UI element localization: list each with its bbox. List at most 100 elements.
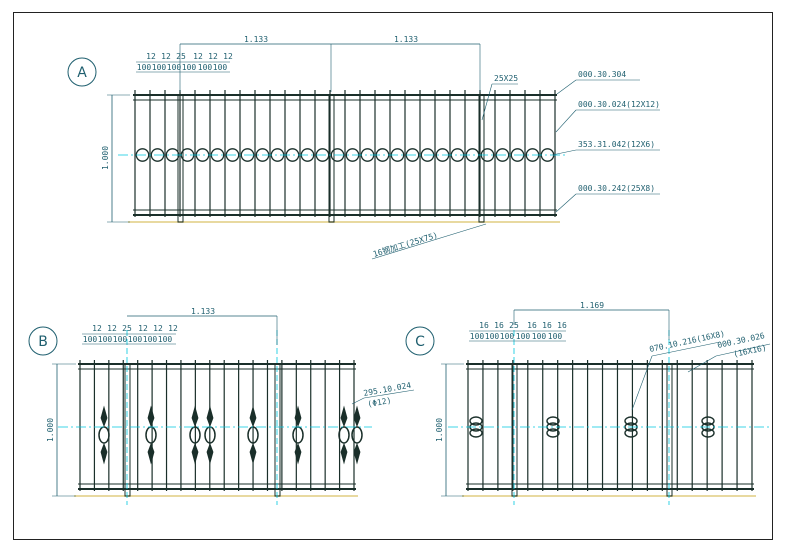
view-a-small-dim: 12 bbox=[146, 52, 156, 61]
view-a-100-dim: 100 bbox=[137, 63, 152, 72]
view-a-post-leader bbox=[481, 83, 493, 121]
view-c-ornament-ring bbox=[624, 416, 638, 426]
view-a-badge-circle bbox=[67, 57, 97, 87]
view-b-100-dim: 100 bbox=[98, 335, 113, 344]
view-b-ornament-spear bbox=[353, 405, 361, 465]
view-b-ornament-spear bbox=[294, 405, 302, 465]
view-c-height: 1.000 bbox=[435, 418, 444, 442]
view-a-callout-leader-1 bbox=[556, 79, 577, 95]
view-b-callout-line bbox=[363, 389, 415, 399]
view-c-callout-leader-2 bbox=[687, 355, 717, 373]
view-c-callout-line-1 bbox=[651, 341, 721, 357]
view-c-callout-line-2 bbox=[715, 343, 771, 357]
view-c-small-dim: 16 bbox=[494, 321, 504, 330]
view-c-post-1 bbox=[511, 363, 518, 497]
view-c-100-dim: 100 bbox=[548, 332, 563, 341]
view-c-ornament-ring bbox=[701, 416, 715, 426]
view-b-post-1 bbox=[124, 363, 131, 497]
view-a-callout-4: 000.30.242(25X8) bbox=[578, 184, 655, 193]
view-b-100-dim: 100 bbox=[113, 335, 128, 344]
view-a-post-2 bbox=[328, 94, 335, 223]
view-a-callout-3: 353.31.042(12X6) bbox=[578, 140, 655, 149]
view-a-small-dim: 12 bbox=[193, 52, 203, 61]
view-a-callout-2: 000.30.024(12X12) bbox=[578, 100, 660, 109]
view-b-small-dim: 12 bbox=[92, 324, 102, 333]
view-a-post-label: 25X25 bbox=[494, 74, 518, 83]
view-b-badge: B bbox=[38, 334, 48, 350]
view-c-small-dim: 16 bbox=[557, 321, 567, 330]
view-a-100-dim: 100 bbox=[182, 63, 197, 72]
view-c-ornament-ring bbox=[701, 428, 715, 438]
view-a-100-dim: 100 bbox=[152, 63, 167, 72]
view-b-100-dim: 100 bbox=[83, 335, 98, 344]
view-c-badge: C bbox=[415, 334, 425, 350]
view-a-pickets bbox=[134, 90, 556, 217]
view-b-callout-leader bbox=[351, 397, 365, 405]
view-b-small-dim: 12 bbox=[168, 324, 178, 333]
view-c-small-dim: 16 bbox=[542, 321, 552, 330]
view-b-ornaments bbox=[98, 405, 363, 465]
view-b-small-dims: 12 12 25 12 12 12 100 100 100 100 100 10… bbox=[82, 324, 178, 345]
view-c-pickets bbox=[467, 360, 753, 491]
view-a-post-3 bbox=[478, 94, 485, 223]
view-b-small-dim: 25 bbox=[122, 324, 132, 333]
view-b-100-dim: 100 bbox=[128, 335, 143, 344]
view-b-pickets bbox=[79, 360, 355, 491]
view-a-small-dim: 12 bbox=[161, 52, 171, 61]
view-b-100-dim: 100 bbox=[143, 335, 158, 344]
view-c-badge-circle bbox=[405, 326, 435, 356]
view-b-ornament-spear bbox=[100, 405, 108, 465]
view-a-base-leader bbox=[371, 223, 487, 260]
view-b-100-dim: 100 bbox=[158, 335, 173, 344]
view-c-post-2 bbox=[666, 363, 673, 497]
view-b-badge-circle bbox=[28, 326, 58, 356]
view-a-100-dim: 100 bbox=[213, 63, 228, 72]
view-b-span: 1.133 bbox=[191, 307, 215, 316]
view-a-post-1 bbox=[177, 94, 184, 223]
view-c-small-dim: 25 bbox=[509, 321, 519, 330]
view-b-callout-code: 295.10.024 bbox=[363, 381, 412, 398]
view-c-100-dim: 100 bbox=[500, 332, 515, 341]
view-a-callout-1: 000.30.304 bbox=[578, 70, 626, 79]
view-c-100-dim: 100 bbox=[516, 332, 531, 341]
view-b-ornament-spear bbox=[206, 405, 214, 465]
view-c-ornament-ring bbox=[469, 428, 483, 438]
view-c-span: 1.169 bbox=[580, 301, 604, 310]
view-b-ornament-spear bbox=[249, 405, 257, 465]
view-c-callout-1: 070.10.216(16X8) bbox=[649, 329, 726, 354]
view-a-callout-leader-2 bbox=[555, 109, 577, 133]
view-a: A 1.133 1.133 12 12 25 12 12 12 100 bbox=[67, 35, 660, 260]
view-c-ornament-ring bbox=[546, 428, 560, 438]
view-b: B 1.133 12 12 25 12 12 12 100 100 100 10… bbox=[28, 307, 415, 505]
view-a-span2: 1.133 bbox=[394, 35, 418, 44]
view-b-ornament-ring bbox=[338, 426, 350, 444]
drawing-frame bbox=[13, 12, 773, 540]
view-a-callout-leader-4 bbox=[555, 193, 577, 213]
view-a-100-dim: 100 bbox=[167, 63, 182, 72]
view-c-small-dims: 16 16 25 16 16 16 100 100 100 100 100 10… bbox=[469, 321, 567, 342]
view-a-small-dims: 12 12 25 12 12 12 100 100 100 100 100 10… bbox=[136, 52, 233, 73]
view-b-ornament-spear bbox=[191, 405, 199, 465]
view-a-height: 1.000 bbox=[101, 146, 110, 170]
view-a-callout-leader-3 bbox=[551, 149, 577, 156]
view-c-ornaments bbox=[469, 416, 715, 438]
view-b-ornament-spear bbox=[340, 405, 348, 465]
view-c-ornament-ring bbox=[469, 416, 483, 426]
view-b-ornament-ring bbox=[98, 426, 110, 444]
view-b-small-dim: 12 bbox=[138, 324, 148, 333]
view-a-small-dim: 12 bbox=[208, 52, 218, 61]
view-c-small-dim: 16 bbox=[479, 321, 489, 330]
view-c-ornament-ring bbox=[546, 416, 560, 426]
view-a-span1: 1.133 bbox=[244, 35, 268, 44]
view-a-base-note: 16钢加工(25X75) bbox=[372, 230, 439, 259]
view-a-small-dim: 12 bbox=[223, 52, 233, 61]
view-b-post-2 bbox=[274, 363, 281, 497]
view-c-callout-leader-1 bbox=[631, 355, 653, 411]
view-a-small-dim: 25 bbox=[176, 52, 186, 61]
view-b-ornament-ring bbox=[292, 426, 304, 444]
view-b-callout-size: (Φ12) bbox=[367, 396, 392, 409]
view-b-height: 1.000 bbox=[46, 418, 55, 442]
view-c-100-dim: 100 bbox=[532, 332, 547, 341]
view-c-100-dim: 100 bbox=[485, 332, 500, 341]
